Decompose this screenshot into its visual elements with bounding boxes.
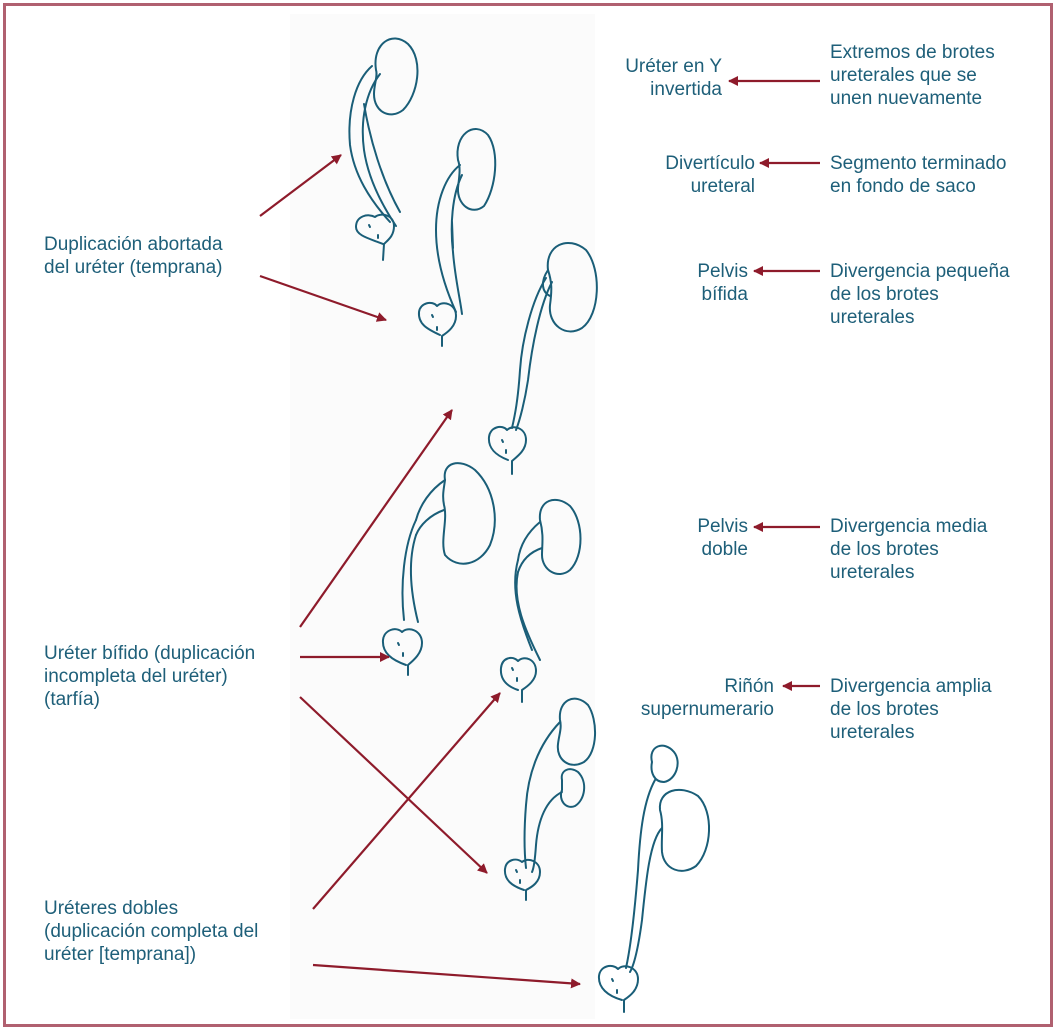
arrow-bifido-3 xyxy=(299,696,488,874)
label-ureter-bifido: Uréter bífido (duplicación incompleta de… xyxy=(44,643,256,710)
drawing-rinon-supernumerario xyxy=(503,697,597,901)
drawing-pelvis-doble-2 xyxy=(499,498,582,703)
label-divergencia-pequena: Divergencia pequeña de los brotes ureter… xyxy=(830,261,1010,328)
label-divergencia-amplia: Divergencia amplia de los brotes uretera… xyxy=(830,676,992,743)
arrow-dobles-2 xyxy=(312,963,581,989)
label-extremos-brotes: Extremos de brotes ureterales que se une… xyxy=(830,42,995,109)
label-duplicacion-abortada: Duplicación abortada del uréter (tempran… xyxy=(44,234,223,278)
arrow-bifido-1 xyxy=(299,409,453,628)
label-diverticulo-ureteral: Divertículo ureteral xyxy=(665,153,755,197)
label-segmento-terminado: Segmento terminado en fondo de saco xyxy=(830,153,1007,197)
label-ureteres-dobles: Uréteres dobles (duplicación completa de… xyxy=(44,898,259,965)
arrow-abortada-1 xyxy=(259,154,342,217)
label-ureter-y-invertida: Uréter en Y invertida xyxy=(625,56,722,100)
drawing-pelvis-doble xyxy=(381,462,496,676)
arrow-abortada-2 xyxy=(259,274,387,322)
label-pelvis-doble: Pelvis doble xyxy=(697,516,748,560)
arrow-dobles-1 xyxy=(312,692,501,910)
drawing-sheet xyxy=(290,14,595,1019)
drawing-ureteres-dobles xyxy=(597,744,710,1013)
label-pelvis-bifida: Pelvis bífida xyxy=(697,261,748,305)
label-rinon-supernumerario: Riñón supernumerario xyxy=(640,676,774,720)
drawing-diverticulo-ureteral xyxy=(417,128,497,347)
drawing-ureter-y-invertida xyxy=(348,37,419,261)
drawing-pelvis-bifida xyxy=(487,241,598,475)
label-divergencia-media: Divergencia media de los brotes ureteral… xyxy=(830,516,988,583)
